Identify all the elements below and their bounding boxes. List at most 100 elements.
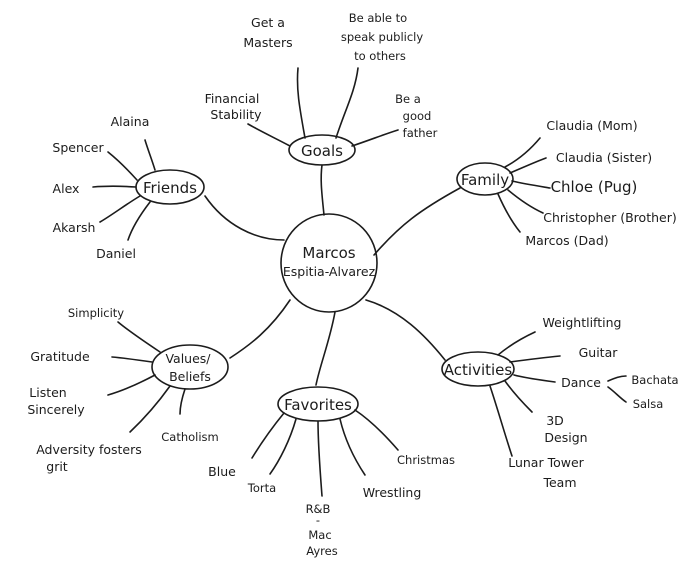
family-item-sister: Claudia (Sister) bbox=[556, 150, 652, 165]
values-item-catholism: Catholism bbox=[161, 430, 219, 444]
favorites-connector-blue bbox=[251, 412, 285, 459]
values-connector-gratitude bbox=[111, 356, 153, 363]
goals-item-financial-1: Financial bbox=[205, 91, 260, 106]
family-item-brother: Christopher (Brother) bbox=[543, 210, 676, 225]
friends-connector-alex bbox=[92, 185, 137, 188]
goals-connector-father bbox=[351, 129, 399, 147]
activities-item-guitar: Guitar bbox=[579, 345, 619, 360]
family-label: Family bbox=[461, 171, 509, 189]
family-item-pug: Chloe (Pug) bbox=[551, 178, 638, 196]
family-connector-pug bbox=[511, 180, 551, 189]
connector-goals bbox=[320, 164, 325, 216]
favorites-item-rnb-4: Ayres bbox=[306, 544, 337, 558]
friends-label: Friends bbox=[143, 179, 197, 197]
connector-favorites bbox=[315, 311, 336, 386]
friends-connector-alaina bbox=[144, 139, 156, 171]
values-item-grit-2: grit bbox=[46, 459, 68, 474]
activities-label: Activities bbox=[444, 361, 513, 379]
activities-branch: Activities Weightlifting Guitar Dance Ba… bbox=[441, 315, 679, 490]
connector-family bbox=[373, 187, 461, 256]
favorites-item-rnb-2: - bbox=[316, 513, 320, 527]
activities-item-salsa: Salsa bbox=[633, 397, 664, 411]
goals-item-father-2: good bbox=[403, 109, 432, 123]
goals-item-masters-2: Masters bbox=[243, 35, 292, 50]
activities-item-bachata: Bachata bbox=[631, 373, 678, 387]
favorites-item-rnb-1: R&B bbox=[306, 502, 331, 516]
activities-item-3d-1: 3D bbox=[546, 413, 564, 428]
family-item-dad: Marcos (Dad) bbox=[525, 233, 608, 248]
values-item-simplicity: Simplicity bbox=[68, 306, 124, 320]
goals-item-financial-2: Stability bbox=[210, 107, 262, 122]
goals-branch: Goals Get a Masters Be able to speak pub… bbox=[205, 11, 438, 166]
favorites-item-blue: Blue bbox=[208, 464, 236, 479]
friends-item-daniel: Daniel bbox=[96, 246, 136, 261]
activities-item-weightlifting: Weightlifting bbox=[543, 315, 622, 330]
values-connector-catholism bbox=[179, 388, 186, 415]
family-connector-brother bbox=[507, 189, 544, 214]
goals-connector-speak bbox=[335, 67, 359, 139]
connector-values bbox=[229, 299, 291, 359]
favorites-connector-torta bbox=[269, 418, 297, 475]
activities-connector-dance bbox=[513, 374, 556, 383]
friends-connector-spencer bbox=[107, 151, 138, 181]
center-name: Marcos bbox=[302, 244, 355, 262]
activities-item-lunar-2: Team bbox=[542, 475, 576, 490]
activities-connector-guitar bbox=[509, 355, 561, 363]
friends-item-alex: Alex bbox=[53, 181, 80, 196]
activities-connector-weightlifting bbox=[497, 331, 536, 356]
favorites-connector-christmas bbox=[354, 409, 399, 451]
friends-branch: Friends Alaina Spencer Alex Akarsh Danie… bbox=[52, 114, 205, 261]
goals-connector-financial bbox=[247, 123, 291, 147]
center-circle bbox=[280, 213, 378, 313]
values-item-listen-2: Sincerely bbox=[27, 402, 85, 417]
values-label-2: Beliefs bbox=[169, 369, 211, 384]
favorites-connector-wrestling bbox=[339, 418, 366, 476]
goals-item-speak-1: Be able to bbox=[349, 11, 407, 25]
family-connector-mom bbox=[504, 137, 541, 168]
center-connectors bbox=[204, 164, 461, 386]
goals-item-speak-3: to others bbox=[354, 49, 406, 63]
goals-node bbox=[288, 134, 356, 166]
goals-item-speak-2: speak publicly bbox=[341, 30, 424, 44]
family-node bbox=[456, 162, 514, 196]
favorites-item-rnb-3: Mac bbox=[308, 528, 331, 542]
favorites-label: Favorites bbox=[284, 396, 352, 414]
activities-item-dance: Dance bbox=[561, 375, 601, 390]
family-branch: Family Claudia (Mom) Claudia (Sister) Ch… bbox=[456, 118, 677, 248]
friends-item-akarsh: Akarsh bbox=[53, 220, 96, 235]
goals-connector-masters bbox=[296, 67, 306, 139]
friends-connector-akarsh bbox=[99, 195, 141, 223]
goals-label: Goals bbox=[301, 142, 343, 160]
activities-connector-lunar bbox=[489, 385, 513, 457]
activities-connector-3d bbox=[504, 380, 533, 413]
friends-connector-daniel bbox=[127, 201, 151, 241]
family-connector-dad bbox=[497, 193, 521, 233]
friends-item-alaina: Alaina bbox=[111, 114, 150, 129]
center-surname: Espitia-Alvarez bbox=[283, 264, 376, 279]
activities-node bbox=[441, 351, 515, 387]
center-node: Marcos Espitia-Alvarez bbox=[280, 213, 378, 313]
goals-item-masters-1: Get a bbox=[251, 15, 285, 30]
values-connector-grit bbox=[129, 385, 171, 433]
favorites-branch: Favorites Blue Torta R&B - Mac Ayres Wre… bbox=[208, 386, 455, 558]
values-branch: Values/ Beliefs Simplicity Gratitude Lis… bbox=[27, 306, 229, 474]
values-connector-listen bbox=[107, 374, 156, 396]
goals-item-father-1: Be a bbox=[395, 92, 421, 106]
favorites-item-wrestling: Wrestling bbox=[363, 485, 422, 500]
connector-friends bbox=[204, 195, 285, 241]
values-item-listen-1: Listen bbox=[29, 385, 66, 400]
friends-item-spencer: Spencer bbox=[52, 140, 104, 155]
family-item-mom: Claudia (Mom) bbox=[546, 118, 637, 133]
values-node bbox=[151, 344, 229, 390]
values-label-1: Values/ bbox=[165, 351, 211, 366]
activities-item-3d-2: Design bbox=[544, 430, 587, 445]
values-item-gratitude: Gratitude bbox=[30, 349, 90, 364]
goals-item-father-3: father bbox=[403, 126, 438, 140]
favorites-item-torta: Torta bbox=[247, 481, 276, 495]
favorites-item-christmas: Christmas bbox=[397, 453, 455, 467]
connector-activities bbox=[365, 299, 446, 361]
values-item-grit-1: Adversity fosters bbox=[36, 442, 142, 457]
family-connector-sister bbox=[509, 157, 547, 174]
